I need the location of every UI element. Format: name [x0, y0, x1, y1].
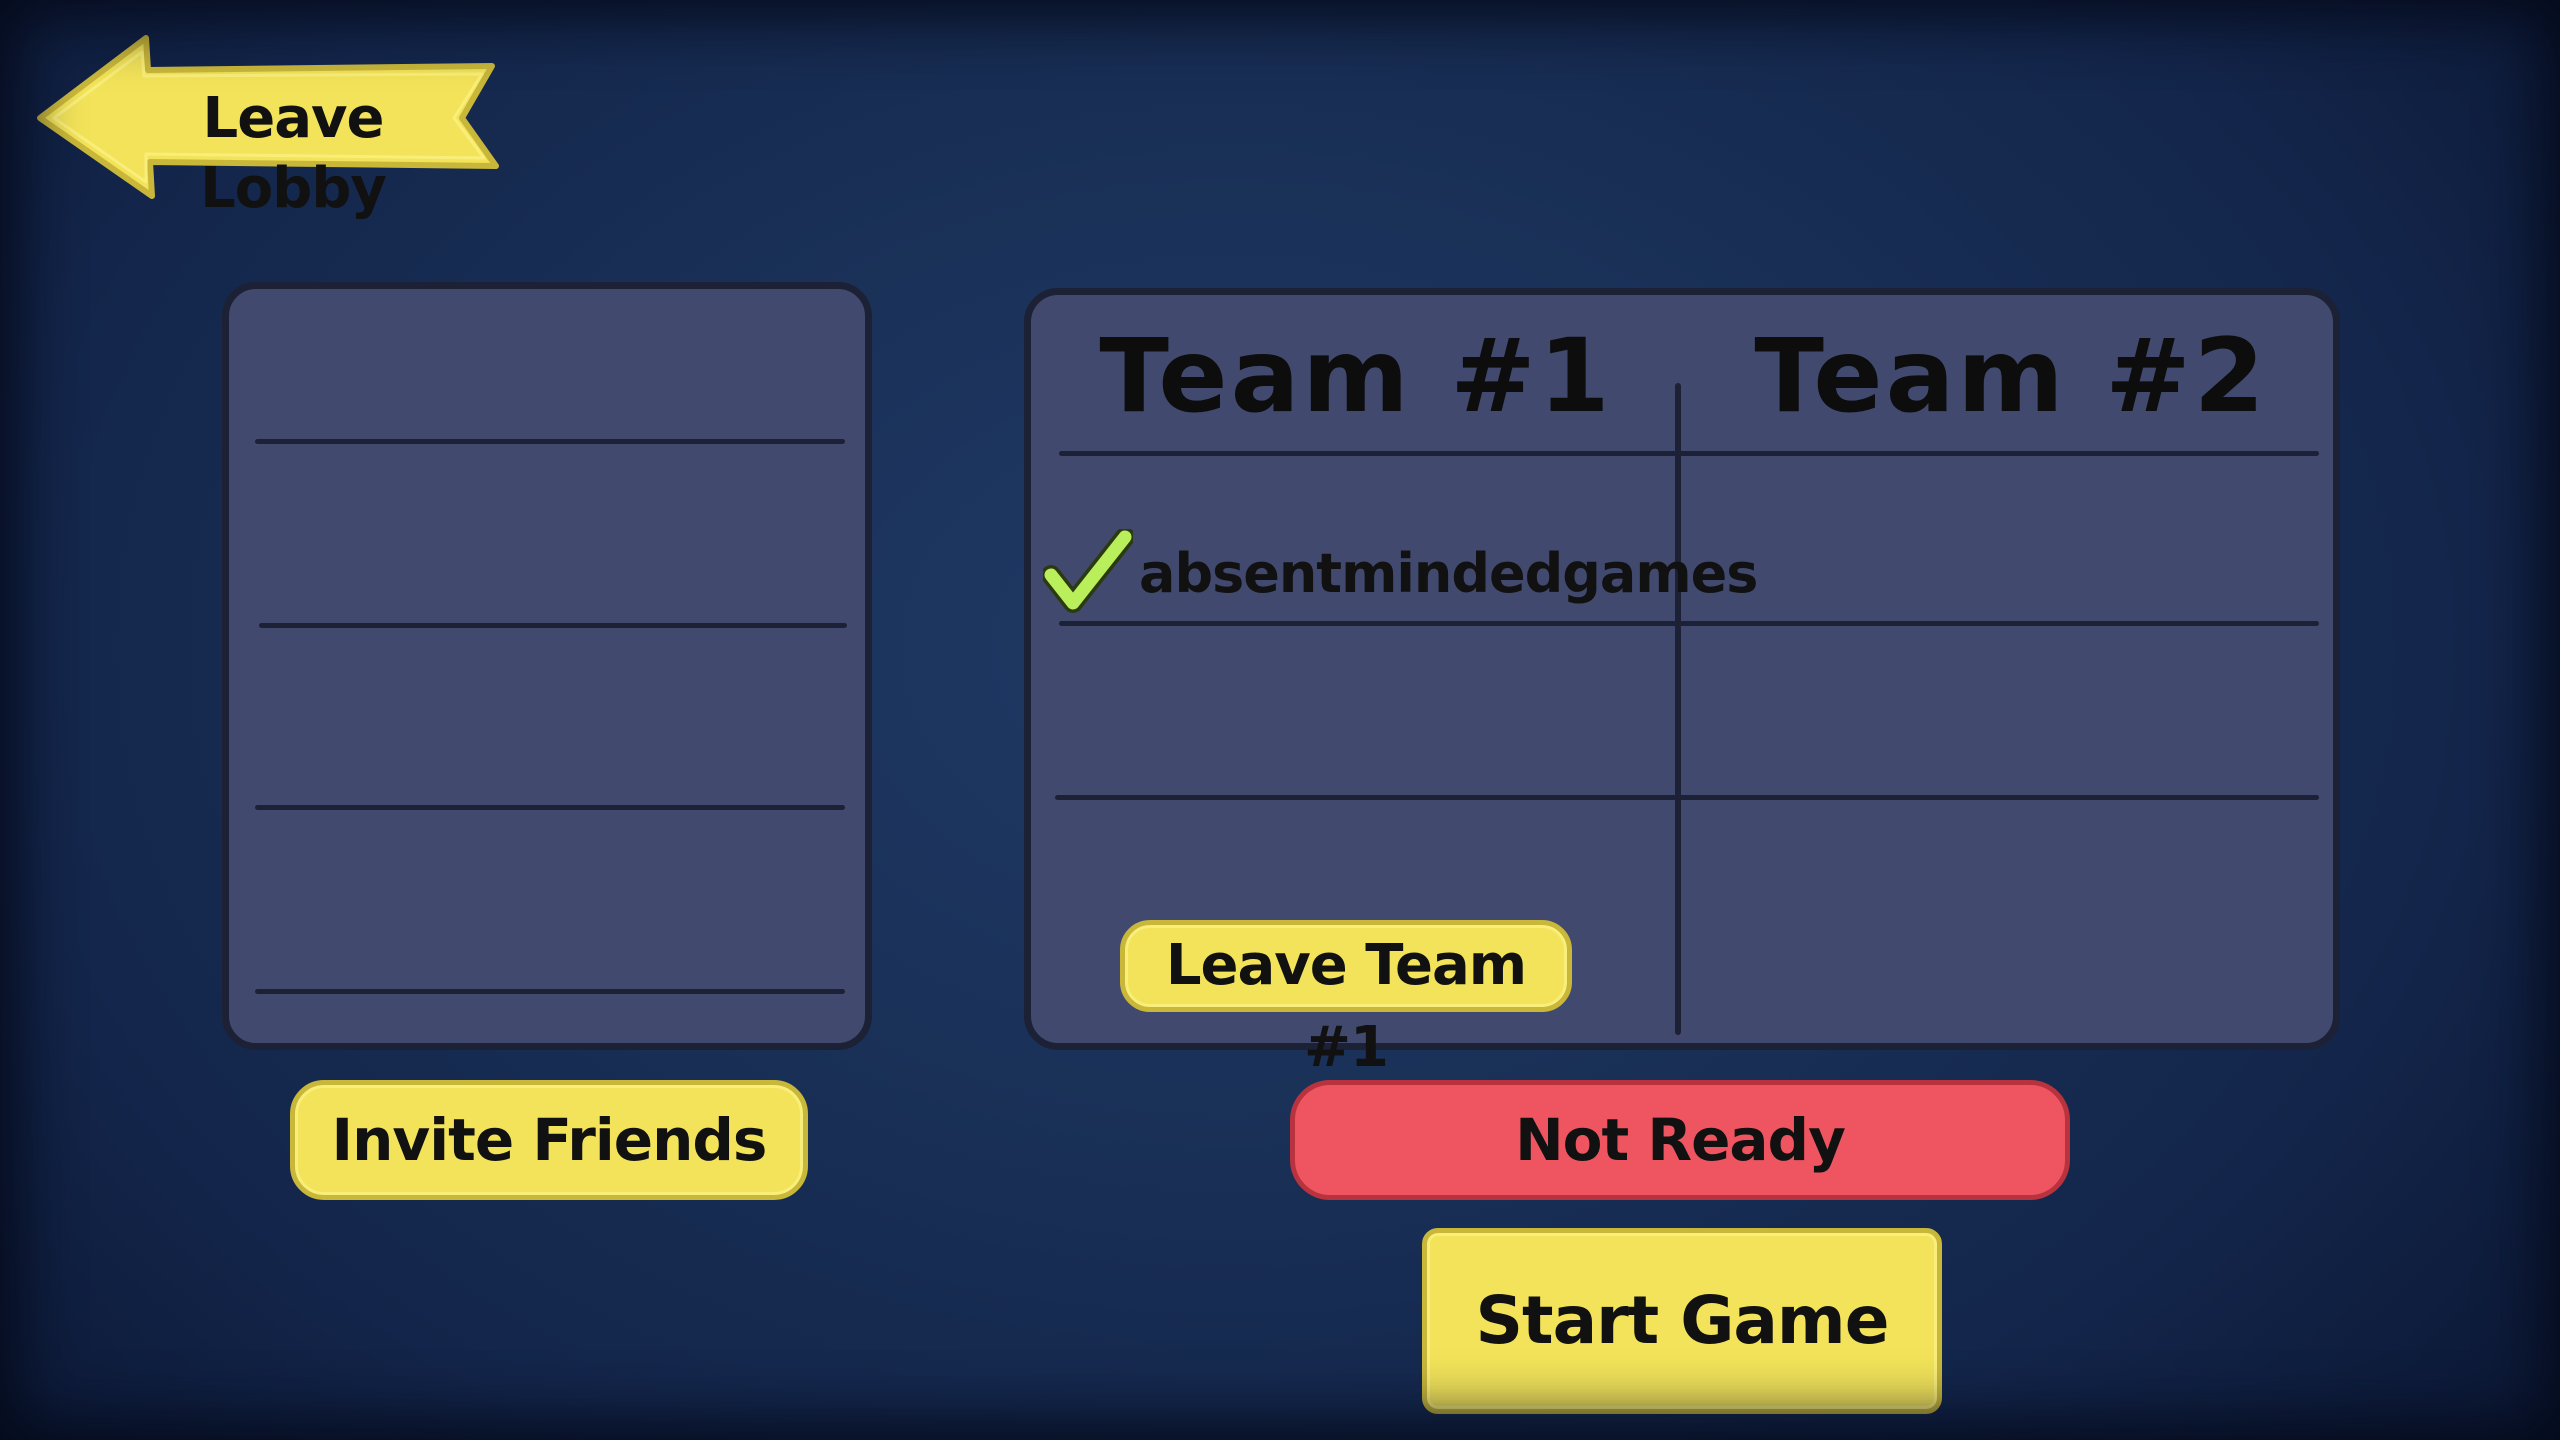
team-column-divider: [1675, 383, 1681, 1035]
friends-row-divider: [255, 989, 845, 994]
leave-team-button[interactable]: Leave Team #1: [1120, 920, 1572, 1080]
leave-lobby-label: Leave Lobby: [200, 86, 387, 221]
team-row-divider: [1059, 621, 2319, 626]
invite-friends-button[interactable]: Invite Friends: [290, 1080, 808, 1200]
team-header-divider: [1059, 451, 2319, 456]
team-row-divider: [1055, 795, 2319, 800]
left-arrow-icon: [37, 35, 499, 199]
friends-row-divider: [255, 805, 845, 810]
checkmark-icon: [1043, 529, 1133, 613]
friends-list-panel: [222, 282, 872, 1050]
leave-lobby-button[interactable]: Leave Lobby: [34, 34, 504, 221]
friends-row-divider: [255, 439, 845, 444]
start-game-button[interactable]: Start Game: [1422, 1228, 1942, 1414]
team2-title: Team #2: [1754, 317, 2268, 436]
team1-player-row: absentmindedgames: [1043, 525, 1758, 615]
player-name: absentmindedgames: [1139, 542, 1758, 605]
friends-row-divider: [259, 623, 847, 628]
ready-toggle-button[interactable]: Not Ready: [1290, 1080, 2070, 1200]
team1-title: Team #1: [1099, 317, 1613, 436]
